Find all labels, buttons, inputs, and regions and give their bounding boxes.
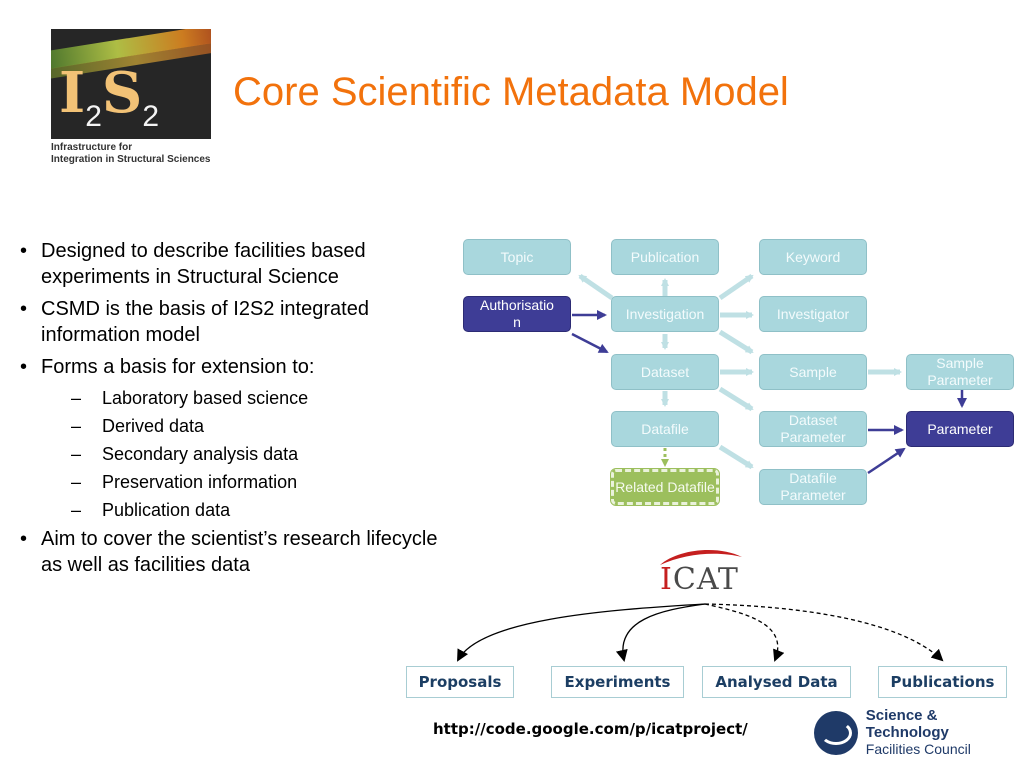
arrow-investigation-sample [718, 329, 754, 355]
node-dataset: Dataset [611, 354, 719, 390]
stfc-globe-icon [814, 710, 858, 755]
node-authorisation: Authorisatio n [463, 296, 571, 332]
stfc-name-line2: Facilities Council [865, 741, 971, 757]
node-investigation: Investigation [611, 296, 719, 332]
node-dataset-parameter: Dataset Parameter [759, 411, 867, 447]
node-keyword: Keyword [759, 239, 867, 275]
bullet-list: •Designed to describe facilities based e… [20, 238, 440, 584]
node-datafile-parameter: Datafile Parameter [759, 469, 867, 505]
category-publications: Publications [878, 666, 1007, 698]
bullet-item: •Aim to cover the scientist’s research l… [20, 528, 438, 576]
sub-bullet-item: –Laboratory based science [71, 388, 309, 408]
project-url[interactable]: http://code.google.com/p/icatproject/ [433, 720, 748, 738]
arrow-authorisation-dataset [571, 332, 609, 354]
sub-bullet-item: –Preservation information [71, 472, 298, 492]
curve-icat-experiments [615, 603, 706, 662]
arrow-datafile-parameter-parameter [867, 447, 906, 475]
icat-swoosh-icon [660, 550, 742, 565]
category-analysed-data: Analysed Data [702, 666, 851, 698]
node-datafile: Datafile [611, 411, 719, 447]
stfc-name-line1: Science & Technology [865, 707, 949, 741]
node-sample-parameter: Sample Parameter [906, 354, 1014, 390]
node-investigator: Investigator [759, 296, 867, 332]
bullet-item: •CSMD is the basis of I2S2 integrated in… [20, 298, 369, 346]
stfc-logo: Science & Technology Facilities Council [814, 707, 1024, 758]
page-title: Core Scientific Metadata Model [233, 70, 789, 114]
bullet-item: •Forms a basis for extension to: [20, 356, 315, 378]
sub-bullet-item: –Publication data [71, 500, 231, 520]
sub-bullet-item: –Derived data [71, 416, 205, 436]
curve-icat-proposals [457, 603, 706, 662]
bullet-item: •Designed to describe facilities based e… [20, 240, 366, 288]
arrow-dataset-dataset-parameter [718, 386, 754, 412]
category-proposals: Proposals [406, 666, 514, 698]
logo-caption: Infrastructure for Integration in Struct… [51, 142, 211, 165]
node-sample: Sample [759, 354, 867, 390]
arrow-investigation-topic [578, 273, 614, 301]
category-experiments: Experiments [551, 666, 684, 698]
i2s2-logo: I2S2 [51, 29, 211, 139]
icat-logo: ICAT [660, 562, 739, 597]
node-topic: Topic [463, 239, 571, 275]
curve-icat-publications [704, 603, 944, 662]
node-publication: Publication [611, 239, 719, 275]
arrow-investigation-keyword [718, 273, 754, 301]
logo-wordmark: I2S2 [59, 60, 160, 133]
node-related-datafile: Related Datafile [610, 468, 720, 506]
curve-icat-analysed-data [704, 603, 785, 662]
arrow-datafile-datafile-parameter [718, 444, 754, 470]
node-parameter: Parameter [906, 411, 1014, 447]
sub-bullet-item: –Secondary analysis data [71, 444, 299, 464]
